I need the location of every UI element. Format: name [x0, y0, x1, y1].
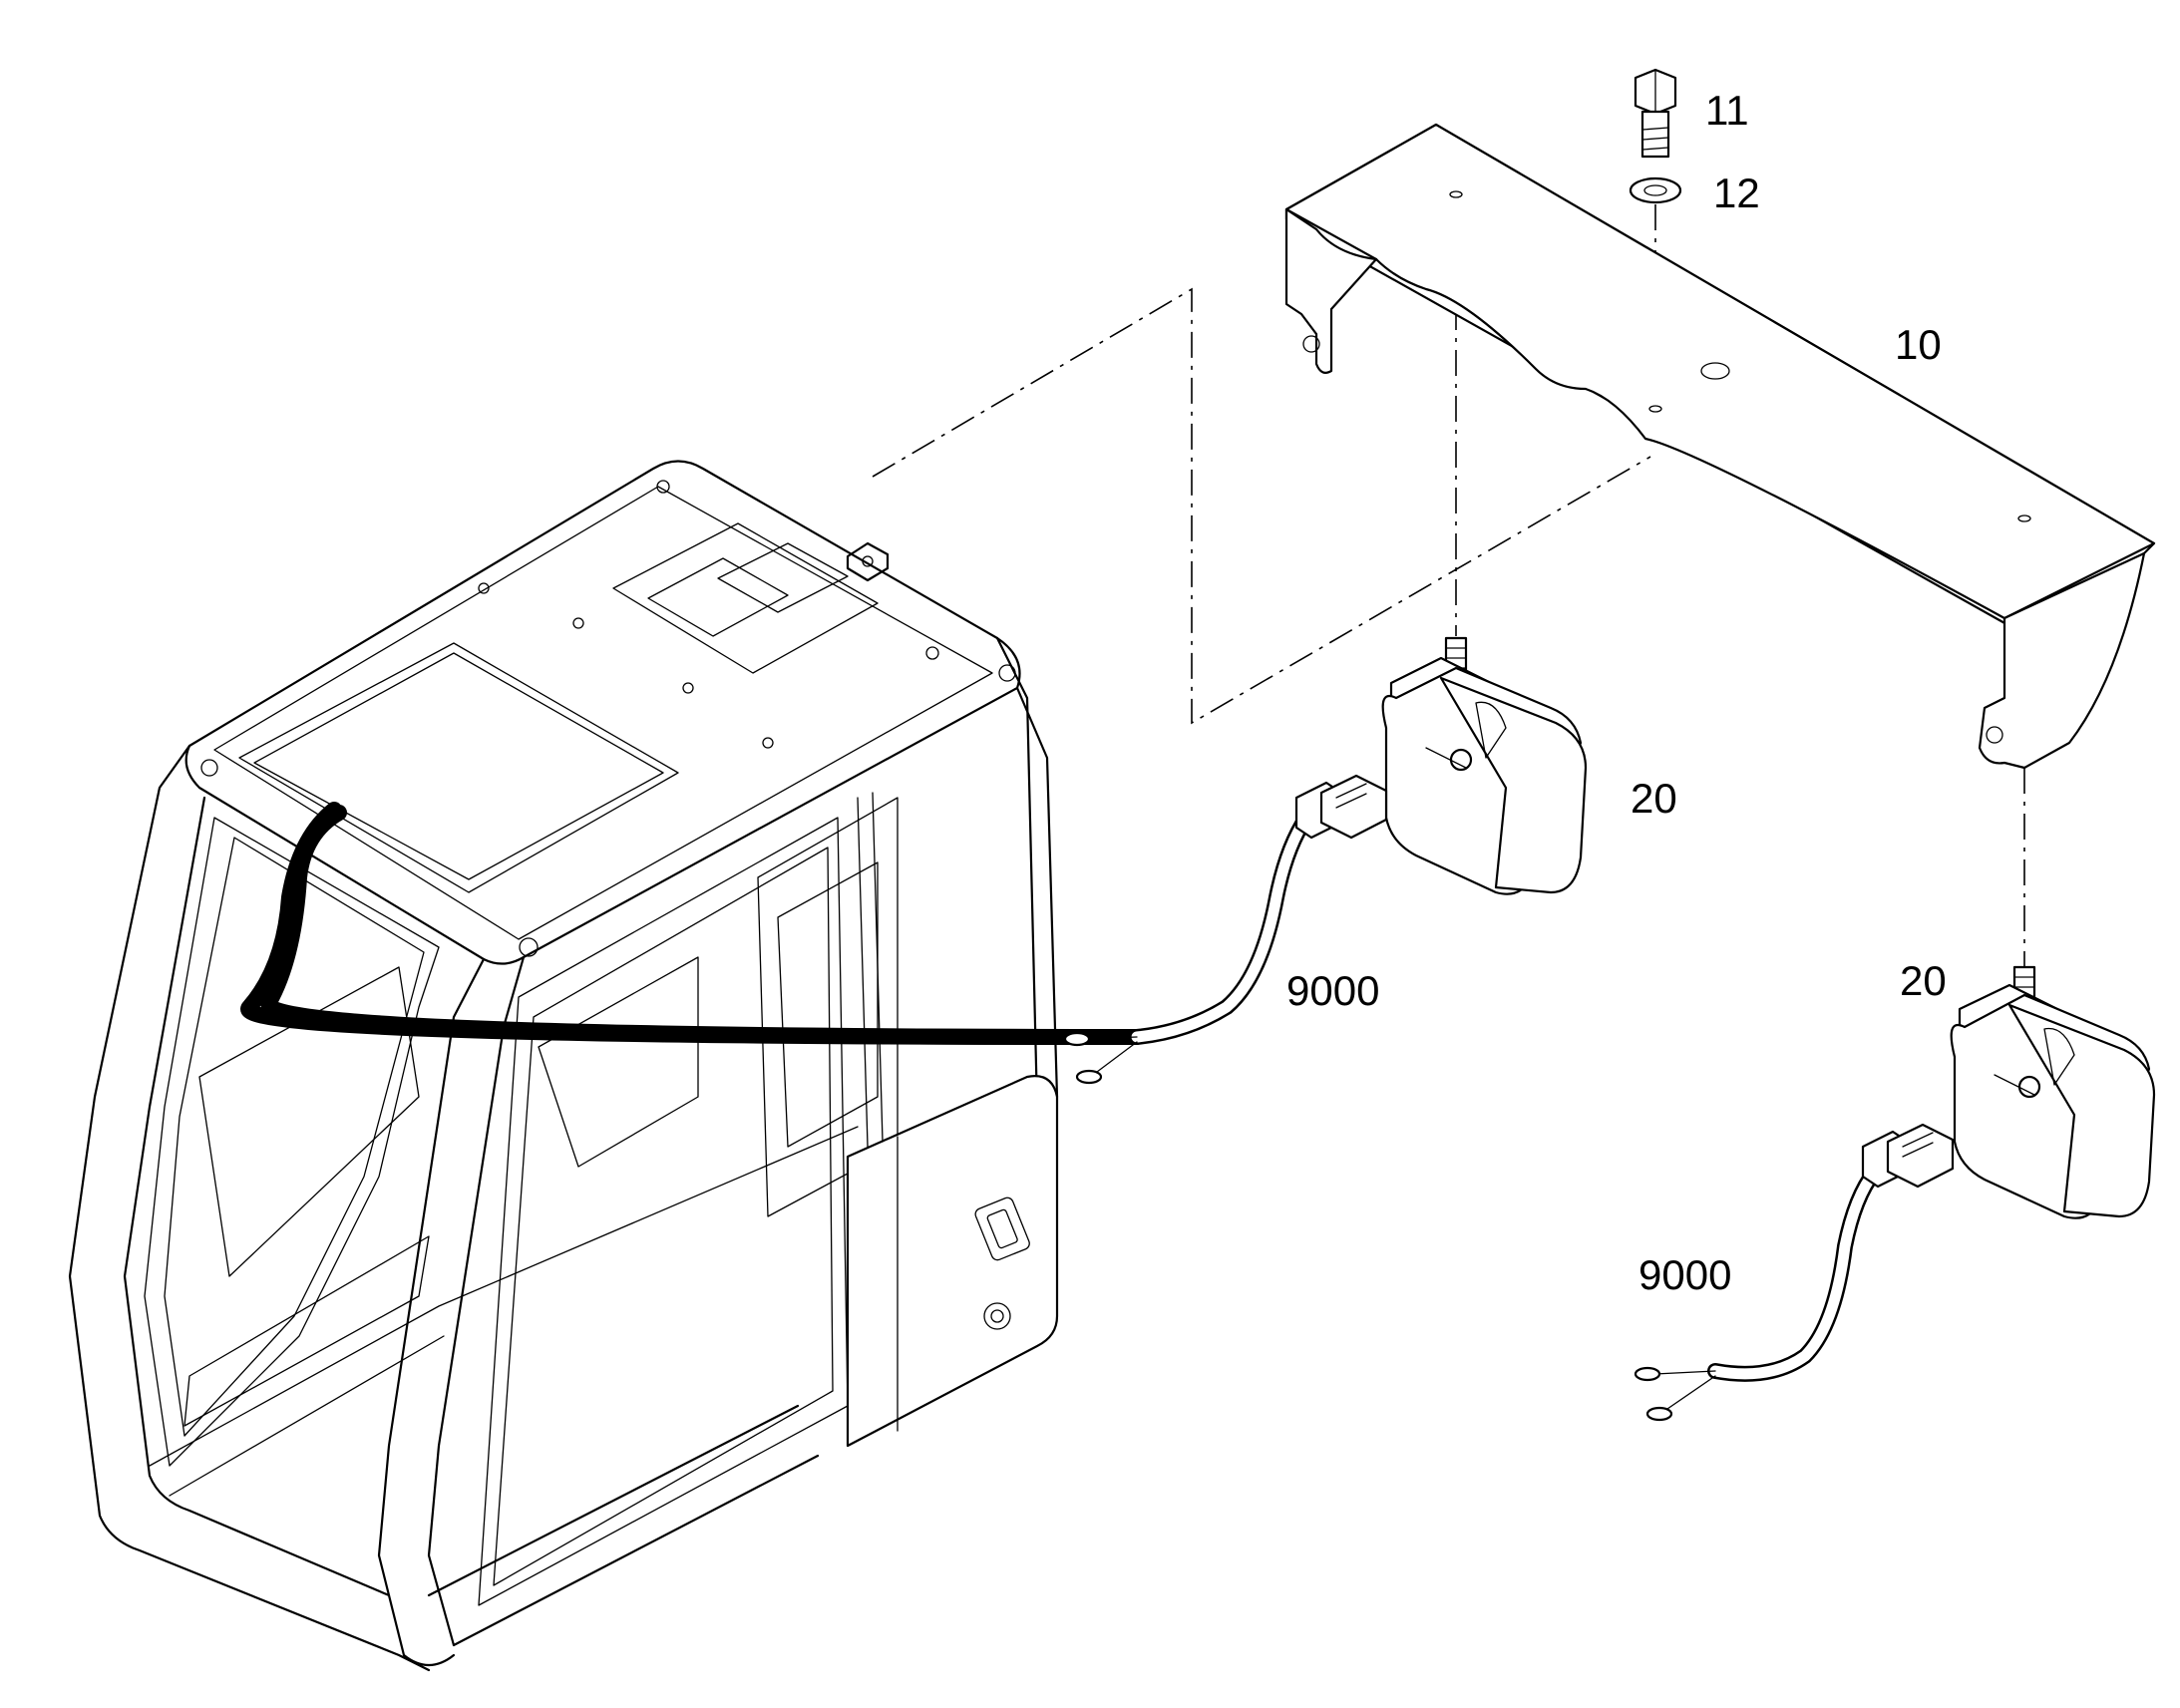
washer: [1629, 176, 1682, 204]
wiring-harness-lower: [1634, 1123, 1955, 1422]
callout-harness-upper: 9000: [1286, 967, 1379, 1014]
wiring-harness-upper: [240, 774, 1388, 1085]
operator-cab: [68, 460, 1059, 1672]
callout-lamp-lower: 20: [1900, 957, 1947, 1004]
callout-lamp-upper: 20: [1631, 775, 1677, 822]
callout-harness-lower: 9000: [1638, 1251, 1731, 1298]
work-lamp-lower: [1950, 965, 2156, 1219]
callout-bracket: 10: [1895, 321, 1942, 368]
cab-mount-tab: [846, 541, 890, 582]
work-lamp-upper: [1381, 636, 1588, 895]
callout-washer: 12: [1713, 170, 1760, 216]
bolt: [1634, 68, 1677, 159]
callout-bolt: 11: [1705, 87, 1749, 134]
lamp-bracket: [1284, 123, 2156, 770]
